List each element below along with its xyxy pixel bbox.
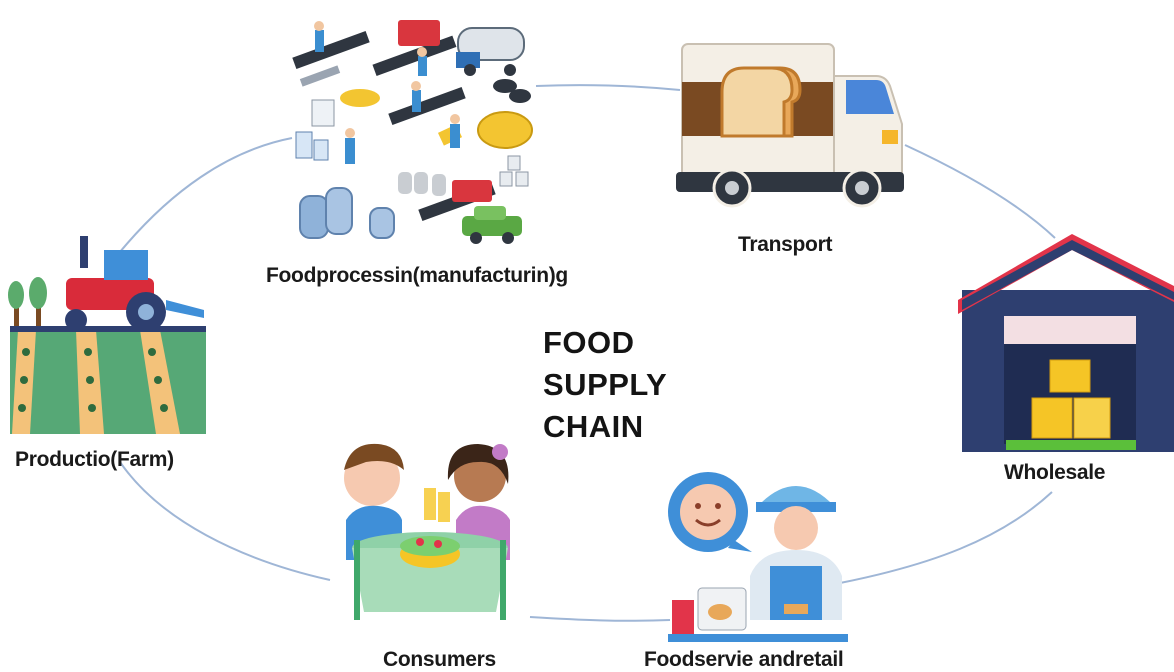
- cheese-wheel: [477, 111, 533, 149]
- diagram-title: FOOD SUPPLY CHAIN: [543, 322, 763, 448]
- crop-field: [10, 326, 206, 434]
- connector-wholesale-retail: [839, 491, 1053, 584]
- food-service-counter-icon: [668, 472, 848, 642]
- title-line-1: FOOD: [543, 325, 635, 360]
- delivery-car: [462, 206, 522, 244]
- bread-slices: [720, 66, 802, 138]
- tractor: [65, 236, 204, 332]
- yoghurt-cups: [499, 155, 529, 187]
- red-machine: [398, 20, 440, 46]
- stage-label-processing: Foodprocessin(manufacturin)g: [266, 264, 568, 287]
- tanker-truck: [456, 27, 525, 76]
- connector-retail-consumers: [529, 616, 671, 622]
- bread-delivery-truck-icon: [676, 43, 904, 208]
- truck-window: [846, 80, 894, 114]
- connector-transport-wholesale: [904, 144, 1056, 239]
- truck-wheels: [712, 168, 882, 208]
- stacked-boxes: [1031, 359, 1111, 439]
- counter-items: [668, 587, 848, 642]
- tractor-farm-icon: [8, 236, 206, 434]
- stage-label-consumers: Consumers: [383, 648, 496, 671]
- stage-label-wholesale: Wholesale: [1004, 461, 1106, 484]
- server-person: [750, 486, 842, 620]
- title-line-2: SUPPLY: [543, 367, 668, 402]
- warehouse-icon: [958, 234, 1174, 452]
- stage-label-production: Productio(Farm): [15, 448, 174, 471]
- cow-figures: [493, 79, 531, 103]
- milk-cartons: [295, 99, 335, 161]
- storage-tanks: [299, 172, 446, 239]
- smiley-speech-bubble: [668, 472, 752, 552]
- stage-label-retail: Foodservie andretail: [644, 648, 844, 671]
- connector-consumers-production: [119, 461, 331, 581]
- worker-figures: [314, 21, 460, 164]
- children-eating-icon: [344, 443, 510, 620]
- title-line-3: CHAIN: [543, 409, 644, 444]
- food-factory-icon: [292, 20, 533, 244]
- chairs: [354, 540, 506, 620]
- stage-label-transport: Transport: [738, 233, 833, 256]
- trees: [8, 277, 47, 328]
- connector-processing-transport: [535, 84, 681, 91]
- dining-table: [352, 532, 508, 612]
- juice-glasses: [424, 488, 450, 522]
- cycle-connectors: [114, 84, 1056, 622]
- connector-production-processing: [114, 137, 293, 259]
